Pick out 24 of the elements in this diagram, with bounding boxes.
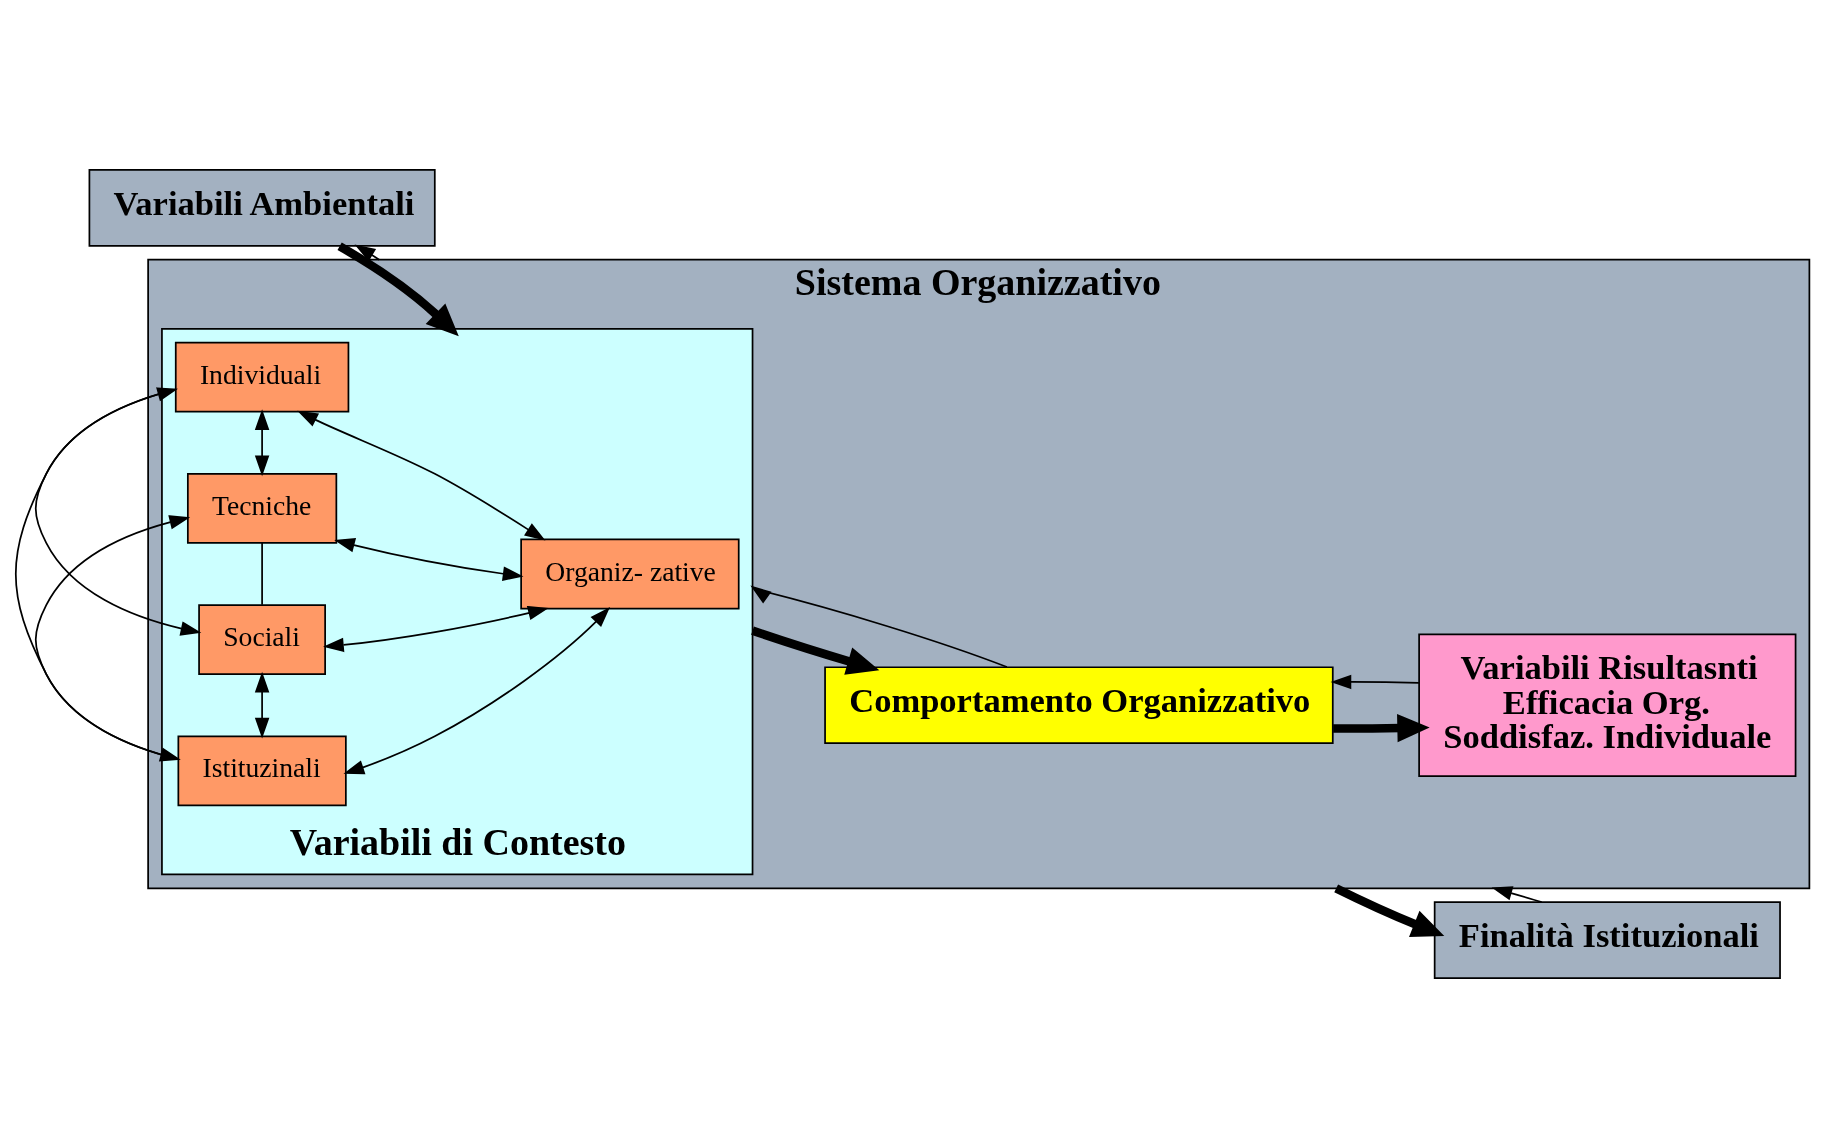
arrow: [34, 515, 191, 762]
node-box: Istituzinali: [177, 735, 347, 807]
arrow: [254, 671, 270, 739]
arrow: [751, 626, 880, 675]
connector: [261, 542, 263, 606]
arrow: [750, 585, 1008, 668]
arrow: [343, 606, 611, 775]
arrow: [1334, 884, 1445, 938]
arrow: [1491, 886, 1543, 903]
arrow: [254, 409, 270, 477]
node-box: Variabili Ambientali: [88, 169, 436, 247]
arrow: [334, 538, 524, 581]
arrow: [337, 242, 459, 337]
node-box: Individuali: [174, 341, 350, 413]
arrow: [297, 410, 546, 541]
arrow: [1330, 674, 1420, 690]
node-box: Tecniche: [186, 472, 338, 544]
node-box: Finalità Istituzionali: [1433, 901, 1781, 979]
arrow: [1333, 713, 1430, 743]
node-box: Comportamento Organizzativo: [824, 666, 1334, 745]
node-box: Organiz- zative: [520, 538, 740, 610]
node-box: Sociali: [198, 604, 326, 676]
arrow: [323, 605, 549, 653]
node-box: Variabili Risultasnti Efficacia Org. Soddisfaz. Individuale: [1418, 633, 1797, 777]
